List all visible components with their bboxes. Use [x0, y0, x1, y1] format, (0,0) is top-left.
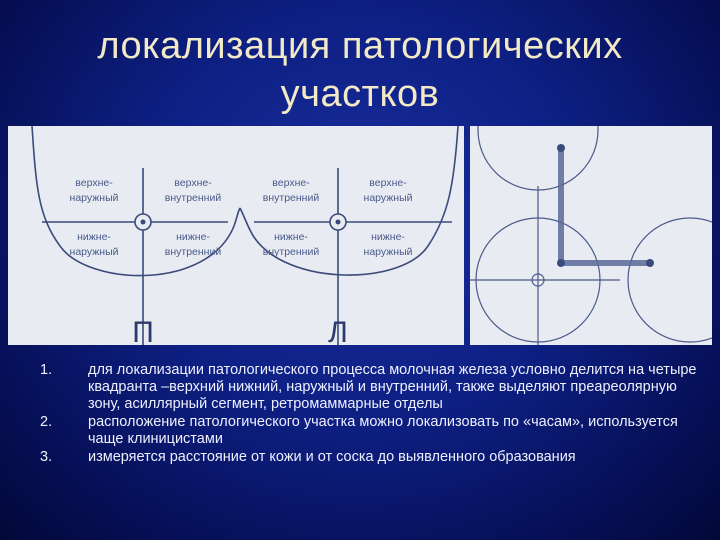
quadrant-label: верхне-наружный	[364, 177, 413, 204]
list-item-number: 3.	[40, 449, 53, 465]
quadrant-label-line: нижне-	[274, 231, 308, 243]
measurement-diagram	[470, 126, 712, 345]
quadrant-label: верхне-внутренний	[165, 177, 222, 204]
list-item-text: для локализации патологического процесса…	[88, 362, 697, 412]
slide-title: локализация патологических участков	[0, 22, 720, 118]
quadrants-svg: верхне-наружный верхне-внутренний верхне…	[31, 125, 459, 349]
quadrant-label-line: внутренний	[165, 246, 222, 258]
quadrant-label-line: нижне-	[176, 231, 210, 243]
quadrant-label-line: наружный	[70, 192, 119, 204]
quadrant-label-line: нижне-	[77, 231, 111, 243]
lower-right-circle	[627, 217, 712, 343]
measurement-rulers	[558, 145, 653, 266]
quadrant-label-line: наружный	[364, 246, 413, 258]
quadrant-label-line: нижне-	[371, 231, 405, 243]
quadrant-label-line: верхне-	[75, 177, 113, 189]
measurement-svg	[470, 126, 712, 345]
upper-breast-circle	[477, 126, 599, 191]
quadrant-label-line: наружный	[364, 192, 413, 204]
side-label-right: Л	[328, 316, 348, 345]
quadrant-label: нижне-наружный	[364, 231, 413, 258]
center-nipple	[531, 273, 545, 287]
quadrant-label-line: наружный	[70, 246, 119, 258]
quadrant-label-line: внутренний	[263, 246, 320, 258]
quadrant-label-line: внутренний	[165, 192, 222, 204]
list-item: 2. расположение патологического участка …	[40, 414, 700, 448]
quadrant-label: верхне-внутренний	[263, 177, 320, 204]
quadrant-label: нижне-внутренний	[263, 231, 320, 258]
quadrant-label-line: внутренний	[263, 192, 320, 204]
slide-title-line-1: локализация патологических	[97, 25, 623, 67]
breast-quadrants-diagram: верхне-наружный верхне-внутренний верхне…	[8, 125, 464, 349]
list-item-text: измеряется расстояние от кожи и от соска…	[88, 449, 576, 465]
quadrant-label-line: верхне-	[272, 177, 310, 189]
list-item: 3. измеряется расстояние от кожи и от со…	[40, 449, 700, 466]
notes-list: 1. для локализации патологического проце…	[40, 362, 700, 467]
quadrant-label: нижне-внутренний	[165, 231, 222, 258]
side-label-left: П	[132, 316, 154, 345]
list-item-number: 1.	[40, 362, 53, 378]
quadrant-label: нижне-наружный	[70, 231, 119, 258]
left-breast-outline	[31, 125, 241, 277]
quadrant-label-line: верхне-	[174, 177, 212, 189]
slide-title-line-2: участков	[280, 73, 440, 115]
list-item-number: 2.	[40, 414, 53, 430]
quadrant-label: верхне-наружный	[70, 177, 119, 204]
list-item: 1. для локализации патологического проце…	[40, 362, 700, 413]
quadrant-label-line: верхне-	[369, 177, 407, 189]
list-item-text: расположение патологического участка мож…	[88, 414, 678, 447]
right-breast-outline	[239, 125, 459, 276]
